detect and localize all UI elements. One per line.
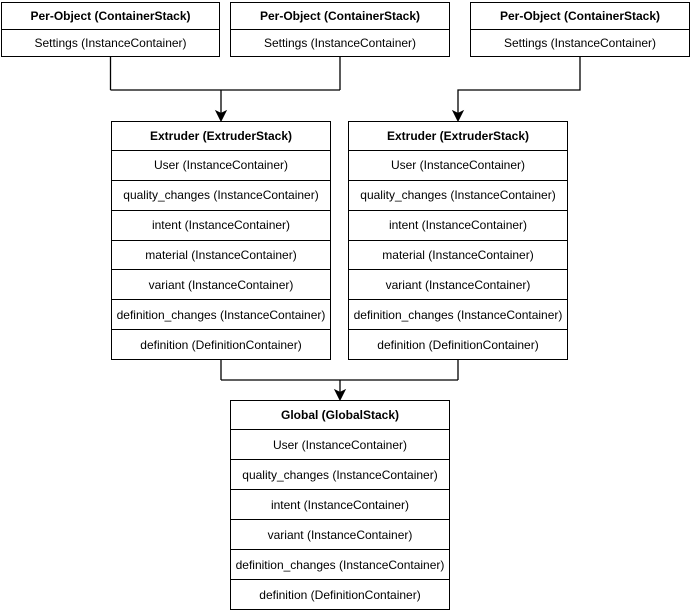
stack-row: definition_changes (InstanceContainer)	[231, 550, 449, 580]
stack-title: Per-Object (ContainerStack)	[231, 3, 449, 30]
stack-row: quality_changes (InstanceContainer)	[349, 181, 567, 211]
stack-row: Settings (InstanceContainer)	[263, 36, 417, 50]
connector-per-object-to-extruder-right	[451, 57, 581, 123]
connector-per-object-to-extruder-left	[109, 57, 341, 123]
arrowhead-icon	[333, 388, 347, 402]
arrowhead-icon	[451, 109, 465, 123]
stack-title: Extruder (ExtruderStack)	[112, 122, 330, 151]
per-object-stack-2: Per-Object (ContainerStack) Settings (In…	[230, 2, 450, 57]
stack-row: Settings (InstanceContainer)	[503, 36, 657, 50]
per-object-stack-1: Per-Object (ContainerStack) Settings (In…	[1, 2, 220, 57]
stack-row: intent (InstanceContainer)	[231, 490, 449, 520]
stack-row: variant (InstanceContainer)	[112, 270, 330, 301]
stack-title: Extruder (ExtruderStack)	[349, 122, 567, 151]
stack-row: definition (DefinitionContainer)	[377, 337, 539, 352]
stack-row: variant (InstanceContainer)	[349, 270, 567, 301]
stack-row: definition (DefinitionContainer)	[259, 587, 421, 602]
connector-extruders-to-global	[220, 360, 459, 402]
stack-row: definition_changes (InstanceContainer)	[112, 300, 330, 331]
stack-row: intent (InstanceContainer)	[112, 211, 330, 241]
stack-row: User (InstanceContainer)	[349, 151, 567, 181]
stack-row: material (InstanceContainer)	[112, 241, 330, 271]
extruder-stack-left: Extruder (ExtruderStack) User (InstanceC…	[111, 121, 331, 360]
stack-row: variant (InstanceContainer)	[231, 520, 449, 550]
stack-row: User (InstanceContainer)	[112, 151, 330, 181]
stack-row: definition (DefinitionContainer)	[140, 337, 302, 352]
stack-row: quality_changes (InstanceContainer)	[112, 181, 330, 211]
stack-row: definition_changes (InstanceContainer)	[349, 300, 567, 331]
arrowhead-icon	[214, 109, 228, 123]
stack-row: quality_changes (InstanceContainer)	[231, 460, 449, 490]
stack-title: Per-Object (ContainerStack)	[2, 3, 219, 30]
per-object-stack-3: Per-Object (ContainerStack) Settings (In…	[470, 2, 690, 57]
global-stack: Global (GlobalStack) User (InstanceConta…	[230, 400, 450, 610]
stack-row: intent (InstanceContainer)	[349, 211, 567, 241]
stack-row: Settings (InstanceContainer)	[34, 36, 187, 50]
stack-row: User (InstanceContainer)	[231, 430, 449, 460]
extruder-stack-right: Extruder (ExtruderStack) User (InstanceC…	[348, 121, 568, 360]
stack-row: material (InstanceContainer)	[349, 241, 567, 271]
stack-title: Per-Object (ContainerStack)	[471, 3, 689, 30]
stack-title: Global (GlobalStack)	[231, 401, 449, 430]
